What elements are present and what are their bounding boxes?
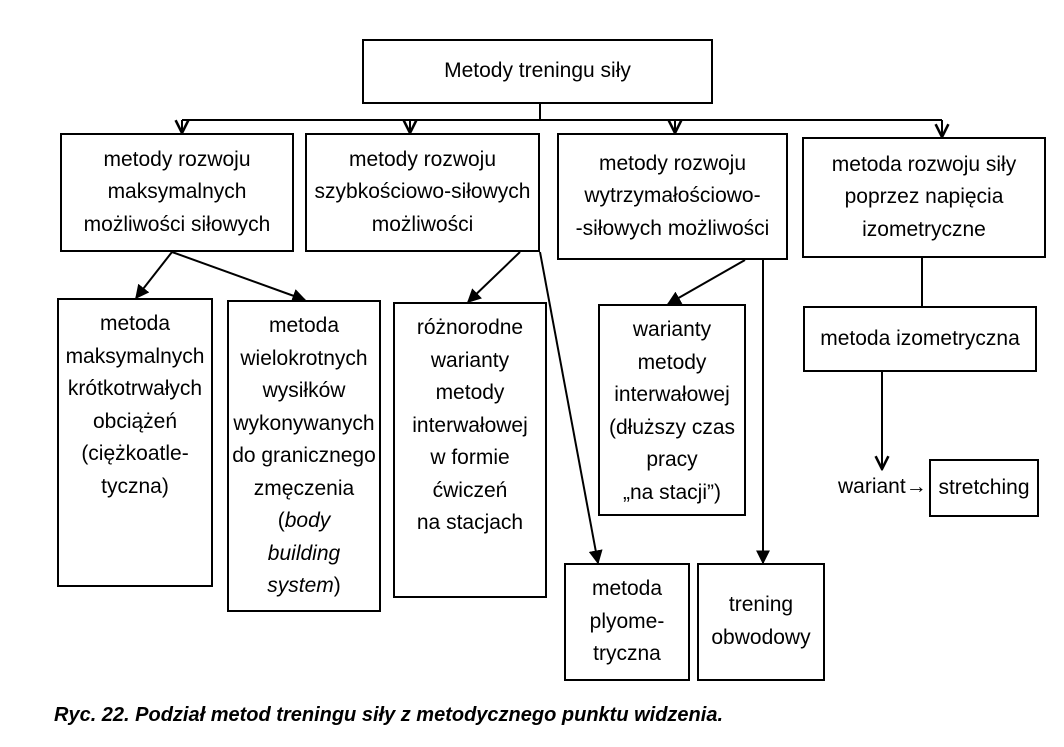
arrow-max-to-repeated (171, 251, 307, 303)
box-line: metody rozwoju (348, 147, 497, 171)
root-label: Metody treningu siły (444, 59, 631, 83)
box-line: wytrzymałościowo- (584, 184, 761, 208)
box-max-strength: metody rozwoju maksymalnych możliwości s… (60, 133, 294, 252)
arrow-speed-to-plyometric (539, 251, 603, 565)
box-line: wysiłków (262, 379, 346, 403)
box-plyometric: metoda plyome- tryczna (564, 563, 690, 681)
box-endurance-strength: metody rozwoju wytrzymałościowo- -siłowy… (557, 133, 788, 260)
box-line: wielokrotnych (240, 346, 368, 370)
box-interval-variants: warianty metody interwałowej (dłuższy cz… (598, 304, 746, 516)
box-repeated-efforts: metoda wielokrotnych wysiłków wykonywany… (227, 300, 381, 612)
box-line: trening (728, 593, 794, 617)
box-line: poprzez napięcia (844, 185, 1004, 209)
box-speed-strength: metody rozwoju szybkościowo-siłowych moż… (305, 133, 540, 252)
box-interval-stations: różnorodne warianty metody interwałowej … (393, 302, 547, 598)
box-line: metoda (591, 577, 663, 601)
box-line: metody rozwoju (598, 151, 747, 175)
box-line: krótkotrwałych (67, 377, 203, 401)
arrow-speed-to-interval (466, 251, 521, 303)
box-line: -siłowych możliwości (575, 216, 770, 240)
box-line: w formie (430, 446, 510, 470)
box-line-italic: (body (277, 509, 331, 533)
figure-caption: Ryc. 22. Podział metod treningu siły z m… (54, 704, 723, 726)
box-stretching: stretching (929, 459, 1039, 517)
box-line: metody (637, 350, 707, 374)
root-box: Metody treningu siły (362, 39, 713, 104)
box-line: obciążeń (92, 409, 178, 433)
box-line: interwałowej (614, 383, 730, 407)
box-line: metoda (99, 312, 171, 335)
box-line: interwałowej (412, 413, 528, 437)
box-line: warianty (632, 318, 712, 341)
box-line: tryczna (593, 642, 661, 666)
box-line: „na stacji”) (622, 480, 722, 504)
box-line: możliwości siłowych (83, 212, 271, 236)
box-line: ćwiczeń (432, 478, 508, 502)
box-line: metody rozwoju (103, 147, 251, 171)
box-line: pracy (646, 448, 698, 472)
box-max-short-loads: metoda maksymalnych krótkotrwałych obcią… (57, 298, 213, 587)
box-line: maksymalnych (107, 180, 247, 204)
box-line: (dłuższy czas (608, 415, 736, 439)
box-line: możliwości (371, 212, 474, 236)
box-line: metoda izometryczna (820, 326, 1020, 350)
box-line: stretching (938, 475, 1030, 499)
box-line: na stacjach (416, 511, 524, 535)
variant-label: wariant→ (838, 475, 927, 498)
box-isometric-strength: metoda rozwoju siły poprzez napięcia izo… (802, 137, 1046, 258)
box-line: wykonywanych (233, 411, 375, 435)
arrow-max-to-shortterm (135, 251, 173, 300)
box-line: metoda (268, 314, 340, 337)
box-line: zmęczenia (253, 476, 355, 500)
box-line: (ciężkoatle- (81, 442, 189, 466)
box-line: warianty (430, 348, 510, 372)
box-line: plyome- (589, 609, 665, 633)
box-line: do granicznego (232, 444, 376, 468)
box-line: różnorodne (416, 316, 524, 339)
box-line: szybkościowo-siłowych (314, 180, 531, 204)
box-line-italic: building (267, 541, 341, 565)
box-line-italic: system) (267, 574, 341, 598)
box-line: tyczna) (101, 474, 169, 498)
box-circuit-training: trening obwodowy (697, 563, 825, 681)
box-line: metody (435, 381, 505, 405)
box-line: metoda rozwoju siły (831, 152, 1017, 176)
box-line: izometryczne (862, 217, 986, 241)
arrow-endurance-to-variants (666, 259, 746, 305)
box-line: obwodowy (711, 626, 811, 649)
box-isometric-method: metoda izometryczna (803, 306, 1037, 372)
box-line: maksymalnych (65, 344, 205, 368)
